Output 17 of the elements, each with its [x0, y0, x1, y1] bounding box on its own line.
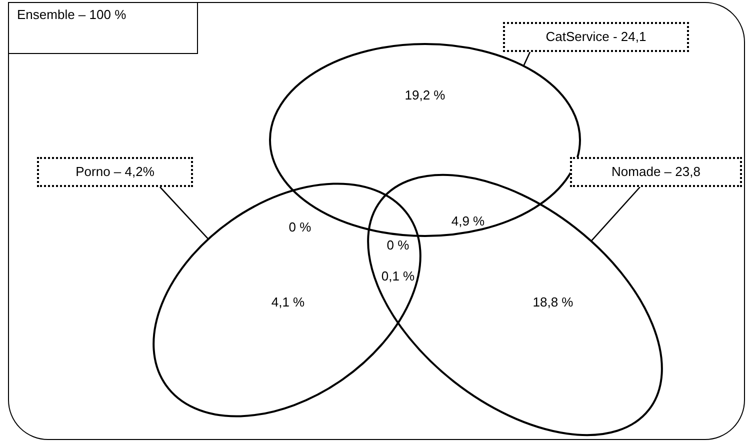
percentage-label: 0 % [386, 236, 410, 254]
percentage-label: 0 % [288, 218, 312, 236]
percentage-label: 18,8 % [532, 293, 574, 312]
label-box: Porno – 4,2% [37, 157, 193, 187]
set-ellipse [152, 182, 422, 418]
leader-line [160, 186, 209, 240]
percentage-label: 4,9 % [451, 212, 485, 230]
leader-line [523, 52, 531, 66]
percentage-label: 0,1 % [381, 267, 415, 286]
label-box: CatService - 24,1 [503, 22, 689, 52]
percentage-label: 19,2 % [404, 86, 446, 104]
percentage-label: 4,1 % [271, 293, 305, 312]
label-box: Nomade – 23,8 [570, 157, 742, 187]
universe-box [8, 2, 745, 440]
leader-line [590, 186, 640, 242]
label-box: Ensemble – 100 % [8, 2, 198, 54]
set-ellipse [269, 43, 581, 237]
